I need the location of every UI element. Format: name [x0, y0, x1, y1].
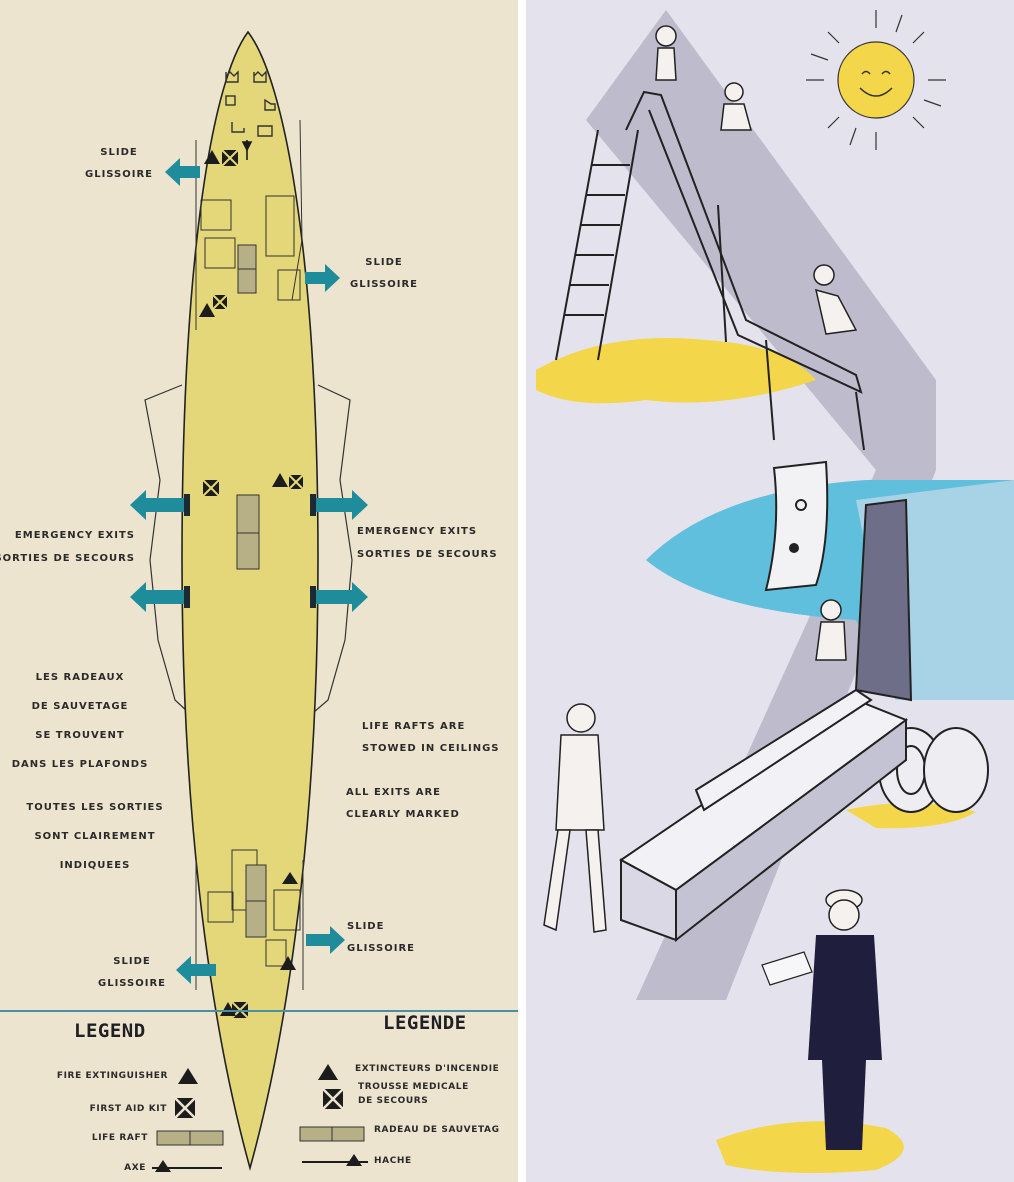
label-en: SLIDE: [100, 147, 138, 158]
legend-first-aid-kit-icon: [322, 1088, 344, 1110]
legend-life-raft-fr: RADEAU DE SAUVETAG: [374, 1125, 500, 1135]
exits-note-fr: TOUTES LES SORTIES SONT CLAIREMENT INDIQ…: [26, 793, 163, 880]
text-line: ALL EXITS ARE: [346, 787, 442, 798]
legend-title-fr: LEGENDE: [383, 1012, 467, 1034]
text-line: LIFE RAFTS ARE: [362, 721, 466, 732]
label-fr: GLISSOIRE: [84, 169, 154, 180]
legend-first-aid-kit-en: FIRST AID KIT: [89, 1104, 167, 1114]
aircraft-floor-plan: [0, 30, 518, 1172]
legend-axe-icon: [302, 1154, 368, 1166]
text-line: DE SAUVETAGE: [31, 701, 129, 712]
text-line: CLEARLY MARKED: [346, 809, 460, 820]
aircraft-door: [764, 460, 829, 592]
door-marks: [184, 494, 316, 608]
label-fr: GLISSOIRE: [347, 943, 416, 954]
legend-axe-icon: [152, 1160, 222, 1172]
wall-line: [291, 119, 303, 301]
slide-illustration-panel: [526, 0, 1014, 1182]
right-wing-outline: [313, 384, 353, 713]
emergency-exits-label-right: EMERGENCY EXITS SORTIES DE SECOURS: [357, 526, 498, 561]
text-line: SONT CLAIREMENT: [34, 831, 156, 842]
label-en: SLIDE: [113, 956, 151, 967]
label-en: EMERGENCY EXITS: [14, 530, 135, 541]
life-rafts-note-fr: LES RADEAUX DE SAUVETAGE SE TROUVENT DAN…: [12, 663, 149, 779]
text-line: LES RADEAUX: [35, 672, 125, 683]
life-rafts-note-en: LIFE RAFTS ARE STOWED IN CEILINGS: [362, 716, 500, 760]
legend-fire-extinguisher-en: FIRE EXTINGUISHER: [56, 1071, 168, 1081]
sand-patch: [716, 1121, 904, 1174]
legend-title-en: LEGEND: [74, 1020, 146, 1042]
playground-slide: [555, 90, 865, 451]
exits-note-en: ALL EXITS ARE CLEARLY MARKED: [346, 782, 460, 826]
label-fr: SORTIES DE SECOURS: [357, 549, 498, 560]
legend-fire-extinguisher-fr: EXTINCTEURS D'INCENDIE: [355, 1064, 500, 1074]
slide-label-top-left: SLIDE GLISSOIRE: [85, 147, 153, 181]
label-fr: GLISSOIRE: [349, 279, 419, 290]
legend-life-raft-en: LIFE RAFT: [91, 1133, 148, 1143]
children-on-slide: [655, 25, 858, 335]
legend-first-aid-kit-icon: [174, 1097, 196, 1119]
legend-axe-en: AXE: [124, 1163, 146, 1173]
evacuation-slide-illustration: [536, 10, 1014, 1174]
slide-label-bottom-right: SLIDE GLISSOIRE: [347, 921, 415, 955]
emergency-exits-label-left: EMERGENCY EXITS SORTIES DE SECOURS: [0, 530, 135, 565]
sand-patch: [536, 338, 816, 404]
aircraft-diagram-panel: SLIDE GLISSOIRE SLIDE GLISSOIRE EMERGENC…: [0, 0, 518, 1182]
text-line: INDIQUEES: [59, 860, 131, 871]
slide-label-top-right: SLIDE GLISSOIRE: [350, 257, 418, 291]
crew-member-at-slide: [543, 703, 607, 933]
text-line: SE TROUVENT: [35, 730, 125, 741]
legend-axe-fr: HACHE: [374, 1156, 412, 1166]
label-fr: GLISSOIRE: [97, 978, 167, 989]
first-aid-kit-icon: [202, 149, 304, 1019]
fire-extinguisher-icon: [199, 150, 298, 1016]
text-line: STOWED IN CEILINGS: [362, 743, 500, 754]
life-raft-icon: [236, 244, 267, 938]
legend-first-aid-kit-fr-2: DE SECOURS: [358, 1096, 429, 1106]
left-wing-outline: [144, 384, 189, 713]
label-en: SLIDE: [347, 921, 385, 932]
door-opening: [854, 498, 913, 702]
legend-life-raft-icon: [299, 1126, 365, 1142]
legend-first-aid-kit-fr-1: TROUSSE MEDICALE: [358, 1082, 469, 1092]
slide-label-bottom-left: SLIDE GLISSOIRE: [98, 956, 166, 990]
axe-icon: [241, 140, 253, 160]
text-line: TOUTES LES SORTIES: [26, 802, 164, 813]
legend-life-raft-icon: [156, 1130, 224, 1146]
text-line: DANS LES PLAFONDS: [11, 759, 149, 770]
cabin-rooms: [200, 195, 301, 967]
label-fr: SORTIES DE SECOURS: [0, 553, 135, 564]
exit-arrow-icon: [130, 158, 368, 984]
smiling-sun-icon: [806, 10, 946, 150]
passenger-sliding: [815, 599, 847, 661]
officer-with-clipboard: [761, 889, 882, 1150]
legend-fire-extinguisher-icon: [318, 1064, 338, 1080]
legend-fire-extinguisher-icon: [178, 1068, 198, 1084]
fuselage-outline: [181, 30, 319, 1171]
cockpit-seats: [225, 70, 276, 137]
evacuation-slide: [619, 688, 909, 943]
label-en: SLIDE: [365, 257, 403, 268]
label-en: EMERGENCY EXITS: [357, 526, 478, 537]
